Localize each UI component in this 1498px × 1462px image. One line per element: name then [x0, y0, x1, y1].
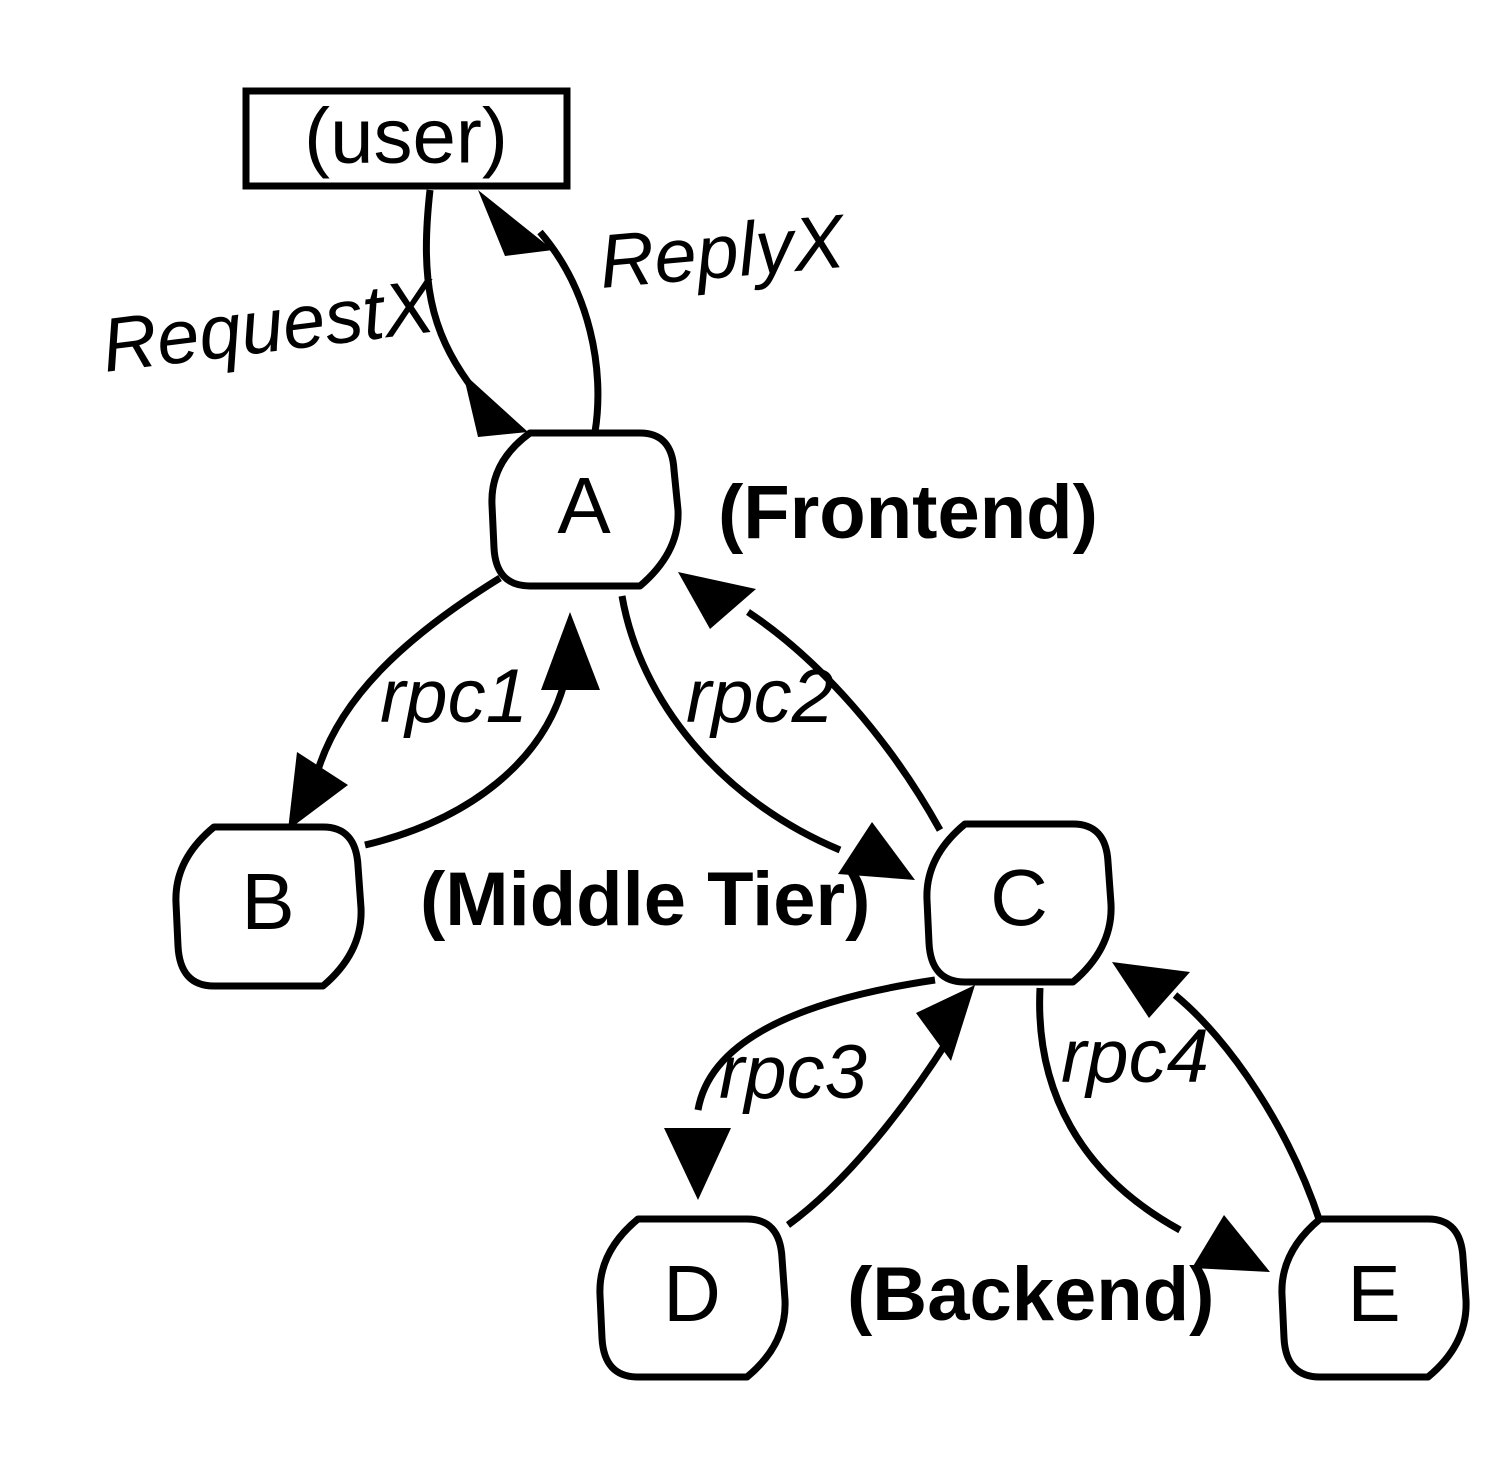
edge-rpc3-out-arrowhead	[664, 1128, 731, 1200]
edge-rpc2-out-arrowhead	[838, 822, 915, 880]
edge-replyx	[478, 190, 602, 433]
edge-rpc1-out-arrowhead	[288, 752, 348, 830]
edge-label-rpc1: rpc1	[380, 654, 528, 739]
edge-rpc2-out-path	[618, 595, 842, 854]
edge-rpc4-in	[1112, 962, 1324, 1224]
tier-label-frontend: (Frontend)	[718, 470, 1098, 555]
node-user-label: (user)	[304, 92, 508, 180]
edge-label-requestx: RequestX	[97, 263, 442, 388]
edge-rpc4-in-arrowhead	[1112, 962, 1190, 1018]
edge-requestx-arrowhead	[463, 373, 528, 437]
edge-rpc3-in	[785, 985, 975, 1228]
edge-rpc3-in-path	[785, 1038, 951, 1228]
edge-rpc2-out	[618, 595, 915, 880]
edge-rpc4-in-path	[1172, 992, 1324, 1224]
node-user-box	[242, 87, 571, 190]
node-e[interactable]: E	[1278, 1215, 1470, 1381]
edge-rpc2-in-arrowhead	[678, 572, 756, 629]
edge-rpc4-out-arrowhead	[1192, 1215, 1270, 1272]
node-user[interactable]: (user)	[242, 87, 571, 190]
edge-rpc1-out	[288, 575, 502, 830]
node-b-shape	[172, 823, 365, 990]
edge-rpc2-in-path	[746, 609, 944, 832]
edge-requestx	[422, 189, 528, 437]
node-b[interactable]: B	[172, 823, 365, 990]
node-a-shape	[488, 429, 682, 590]
tier-label-backend: (Backend)	[847, 1252, 1214, 1337]
node-e-shape	[1278, 1215, 1470, 1381]
edge-rpc1-in-arrowhead	[541, 612, 600, 690]
edge-replyx-path	[537, 229, 602, 433]
node-d[interactable]: D	[596, 1215, 789, 1381]
node-d-shape	[596, 1215, 789, 1381]
edge-rpc1-out-path	[314, 575, 502, 772]
edge-rpc1-in	[364, 612, 600, 849]
edge-rpc3-out-path	[694, 976, 936, 1111]
edge-replyx-arrowhead	[478, 190, 553, 256]
node-e-label: E	[1347, 1249, 1400, 1338]
node-d-label: D	[663, 1249, 721, 1338]
tier-label-middle-tier: (Middle Tier)	[420, 857, 870, 942]
edge-label-rpc2: rpc2	[686, 654, 834, 739]
edge-requestx-path	[422, 189, 473, 388]
edge-label-rpc4: rpc4	[1061, 1014, 1209, 1099]
edge-label-replyx: ReplyX	[596, 199, 851, 305]
edge-rpc3-out	[664, 976, 936, 1200]
node-c-label: C	[990, 853, 1048, 942]
edge-rpc1-in-path	[364, 679, 569, 849]
edge-rpc2-in	[678, 572, 944, 832]
edge-rpc4-out-path	[1036, 987, 1182, 1234]
edge-rpc3-in-arrowhead	[916, 985, 975, 1061]
node-a-label: A	[557, 461, 611, 550]
node-c-shape	[923, 820, 1115, 986]
node-b-label: B	[241, 857, 294, 946]
node-c[interactable]: C	[923, 820, 1115, 986]
node-a[interactable]: A	[488, 429, 682, 590]
edge-rpc4-out	[1036, 987, 1270, 1272]
edge-label-rpc3: rpc3	[719, 1030, 867, 1115]
